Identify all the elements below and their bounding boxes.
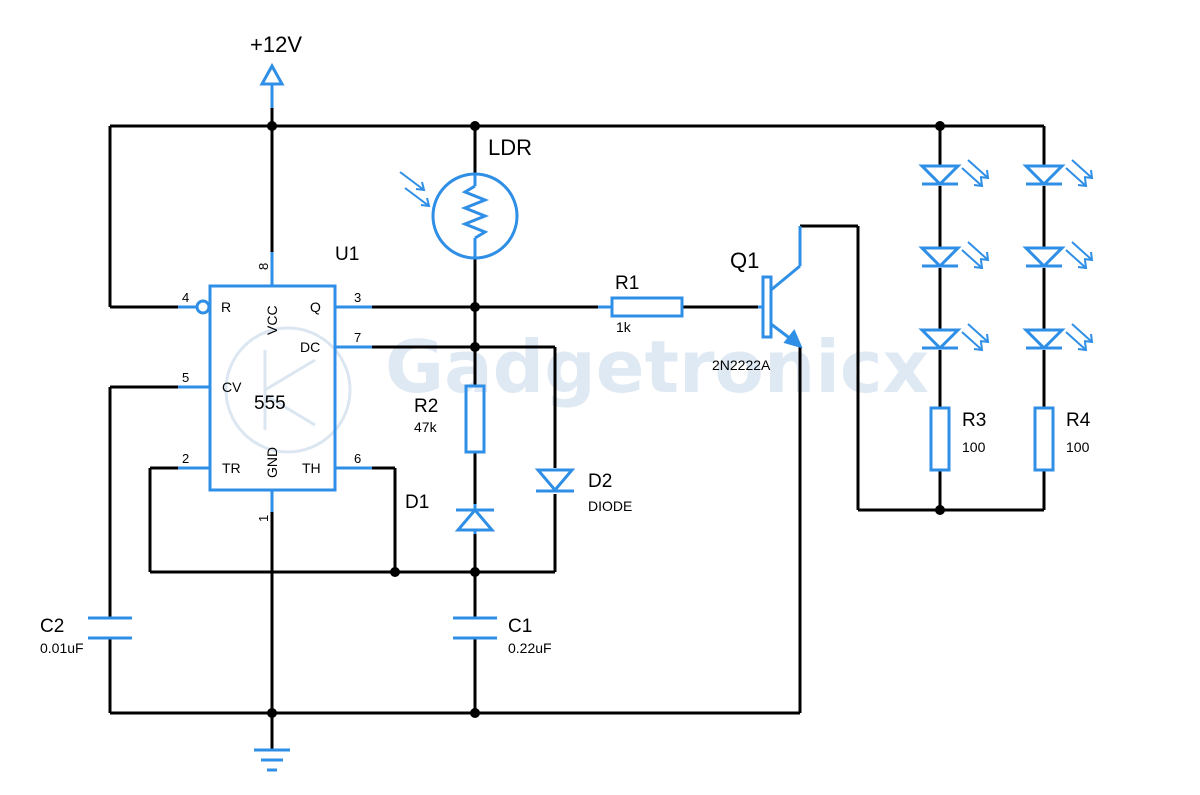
wires: [108, 108, 1046, 750]
pin-number-8: 8: [256, 263, 271, 270]
capacitor-c1: [453, 616, 497, 640]
resistor-r3: [929, 406, 951, 472]
r1-ref: R1: [615, 273, 639, 294]
pin-label-th: TH: [302, 460, 321, 476]
pin-number-7: 7: [354, 330, 361, 345]
junction-dot: [470, 302, 480, 312]
pin-number-2: 2: [182, 451, 189, 466]
junction-dot: [470, 342, 480, 352]
junction-dot: [935, 505, 945, 515]
led-icon: [920, 322, 990, 352]
q1-value: 2N2222A: [712, 357, 771, 373]
resistor-r1: [598, 296, 684, 318]
diode-d2: [534, 468, 576, 493]
d2-ref: D2: [588, 471, 612, 492]
junction-dot: [935, 121, 945, 131]
pin-label-r: R: [221, 299, 231, 315]
led-column-1: [920, 158, 990, 352]
ic-555: U1 555 R Q DC CV TR TH VCC GND 4 8 3 7 5…: [178, 244, 372, 522]
junction-dot: [470, 708, 480, 718]
led-icon: [920, 158, 990, 188]
pin-number-4: 4: [182, 290, 189, 305]
pin-number-1: 1: [256, 515, 271, 522]
resistor-r2: [464, 384, 486, 454]
led-icon: [1024, 240, 1094, 270]
junction-dot: [390, 567, 400, 577]
r2-ref: R2: [414, 396, 438, 417]
ldr-label: LDR: [488, 135, 532, 160]
led-icon: [920, 240, 990, 270]
diode-d1: [454, 504, 496, 534]
pin-number-6: 6: [354, 451, 361, 466]
ldr: [399, 171, 519, 260]
pin-number-5: 5: [182, 370, 189, 385]
d1-ref: D1: [405, 492, 429, 513]
pin-label-gnd: GND: [264, 447, 280, 478]
led-icon: [1024, 322, 1094, 352]
led-column-2: [1024, 158, 1094, 352]
r1-value: 1k: [616, 319, 632, 335]
watermark-logo: [224, 326, 352, 454]
supply-label: +12V: [250, 32, 302, 57]
r4-ref: R4: [1066, 410, 1091, 431]
ground-icon: [254, 748, 290, 772]
led-icon: [1024, 158, 1094, 188]
junction-dot: [267, 121, 277, 131]
capacitor-c2: [88, 616, 132, 640]
c1-value: 0.22uF: [508, 640, 552, 656]
c1-ref: C1: [508, 616, 532, 637]
pin-label-cv: CV: [222, 379, 242, 395]
junction-dot: [267, 708, 277, 718]
resistor-r4: [1033, 406, 1055, 472]
junctions: [267, 121, 945, 718]
r2-value: 47k: [414, 419, 438, 435]
pin-label-dc: DC: [300, 339, 320, 355]
c2-ref: C2: [40, 616, 64, 637]
pin-label-tr: TR: [222, 460, 241, 476]
d2-value: DIODE: [588, 498, 632, 514]
pin-number-3: 3: [354, 290, 361, 305]
pin-label-vcc: VCC: [264, 305, 280, 335]
junction-dot: [470, 567, 480, 577]
pin-label-q: Q: [310, 299, 321, 315]
ic-ref: U1: [335, 244, 359, 265]
junction-dot: [470, 121, 480, 131]
r3-ref: R3: [962, 410, 986, 431]
supply-arrow-icon: [259, 62, 285, 108]
q1-ref: Q1: [730, 248, 759, 273]
ic-name: 555: [254, 393, 286, 414]
c2-value: 0.01uF: [40, 640, 84, 656]
r3-value: 100: [962, 439, 986, 455]
transistor-q1: [758, 226, 803, 349]
r4-value: 100: [1066, 439, 1090, 455]
